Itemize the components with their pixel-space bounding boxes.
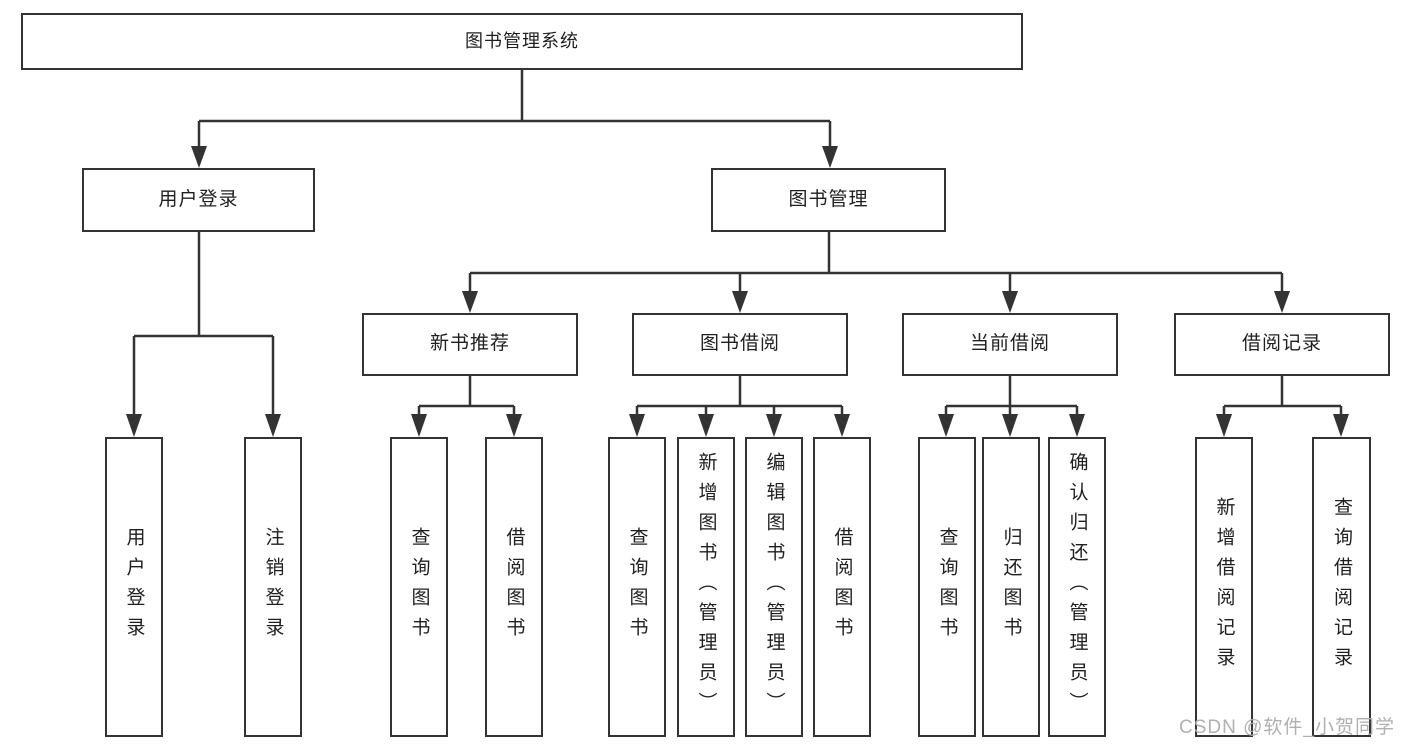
connector-user-login-branch — [126, 232, 281, 437]
node-query-borrow-record: 查询借阅记录 — [1312, 437, 1371, 737]
node-query-borrow-record-label: 查询借阅记录 — [1331, 497, 1352, 677]
node-confirm-return-admin-label: 确认归还（管理员） — [1066, 452, 1088, 722]
node-edit-book-admin-label: 编辑图书（管理员） — [763, 452, 785, 722]
node-add-book-admin-label: 新增图书（管理员） — [695, 452, 717, 722]
connector-book-management-branch — [462, 232, 1290, 313]
node-login-action-label: 用户登录 — [123, 527, 145, 647]
node-add-borrow-record-label: 新增借阅记录 — [1213, 497, 1235, 677]
node-query-book-current-label: 查询图书 — [936, 527, 958, 647]
node-book-management-label: 图书管理 — [788, 188, 869, 210]
node-borrow-records-label: 借阅记录 — [1241, 333, 1322, 355]
connector-current-borrowing-branch — [938, 376, 1085, 437]
watermark: CSDN @软件_小贺同学 — [1179, 717, 1395, 738]
node-user-login: 用户登录 — [82, 168, 315, 232]
node-logout-action: 注销登录 — [244, 437, 302, 737]
node-root-label: 图书管理系统 — [465, 30, 579, 51]
node-borrow-book-recommend: 借阅图书 — [485, 437, 543, 737]
connector-new-book-recommend-branch — [411, 376, 522, 437]
node-login-action: 用户登录 — [105, 437, 163, 737]
node-current-borrowing: 当前借阅 — [902, 313, 1118, 376]
node-logout-action-label: 注销登录 — [262, 527, 284, 647]
node-query-book-borrowing-label: 查询图书 — [626, 527, 648, 647]
node-add-book-admin: 新增图书（管理员） — [677, 437, 735, 737]
node-user-login-label: 用户登录 — [158, 188, 239, 210]
node-book-borrowing: 图书借阅 — [632, 313, 848, 376]
node-root: 图书管理系统 — [21, 13, 1023, 70]
node-new-book-recommend: 新书推荐 — [362, 313, 578, 376]
node-borrow-book-recommend-label: 借阅图书 — [503, 527, 525, 647]
node-query-book-current: 查询图书 — [918, 437, 976, 737]
node-borrow-records: 借阅记录 — [1174, 313, 1390, 376]
node-query-book-recommend: 查询图书 — [390, 437, 448, 737]
node-query-book-recommend-label: 查询图书 — [408, 527, 430, 647]
node-borrow-book-borrowing: 借阅图书 — [813, 437, 871, 737]
node-current-borrowing-label: 当前借阅 — [969, 333, 1050, 355]
node-return-book-label: 归还图书 — [1000, 527, 1022, 647]
node-edit-book-admin: 编辑图书（管理员） — [745, 437, 803, 737]
node-borrow-book-borrowing-label: 借阅图书 — [831, 527, 853, 647]
connector-borrow-records-branch — [1216, 376, 1349, 437]
node-book-management: 图书管理 — [711, 168, 946, 232]
node-new-book-recommend-label: 新书推荐 — [429, 333, 510, 355]
connector-book-borrowing-branch — [629, 376, 850, 437]
node-return-book: 归还图书 — [982, 437, 1040, 737]
node-confirm-return-admin: 确认归还（管理员） — [1048, 437, 1106, 737]
node-book-borrowing-label: 图书借阅 — [699, 333, 780, 355]
node-query-book-borrowing: 查询图书 — [608, 437, 666, 737]
node-add-borrow-record: 新增借阅记录 — [1195, 437, 1253, 737]
connector-root-to-level2 — [191, 70, 838, 168]
